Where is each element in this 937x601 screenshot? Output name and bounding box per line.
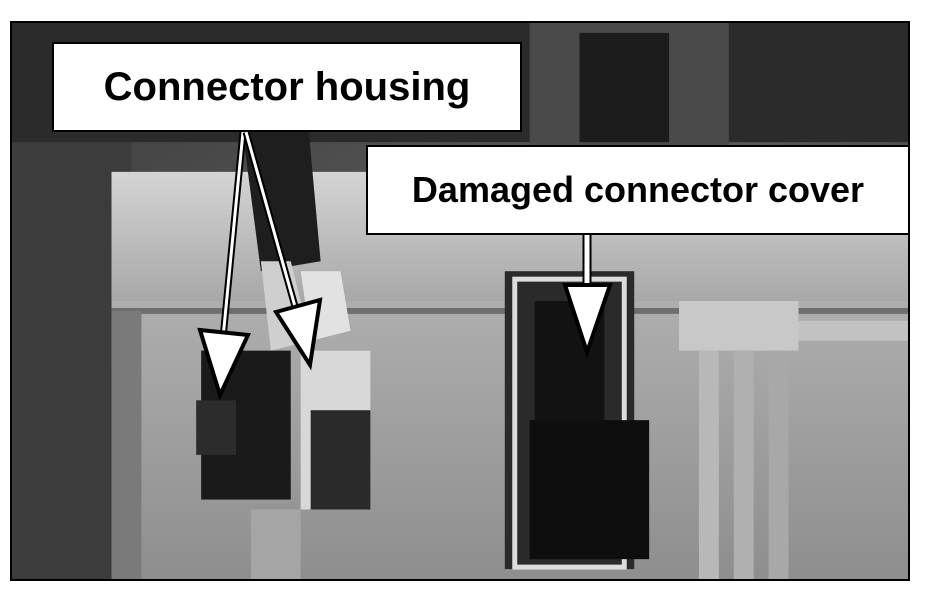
harness-bottom [250, 509, 301, 579]
rail [798, 320, 908, 341]
strap-3 [768, 350, 789, 579]
damaged-connector-cover-label: Damaged connector cover [366, 145, 910, 235]
panel-edge [111, 310, 142, 579]
connector-dark-latch [196, 400, 236, 455]
damaged-connector-cover-text: Damaged connector cover [411, 169, 865, 210]
upper-connector [579, 32, 670, 143]
clip-block [679, 301, 799, 351]
connector-light-pins [310, 410, 371, 510]
strap-1 [698, 350, 719, 579]
damaged-cover-base [529, 420, 650, 560]
strap-2 [733, 350, 754, 579]
damaged-cover-opening [534, 301, 605, 421]
connector-housing-label: Connector housing [52, 42, 522, 132]
connector-housing-text: Connector housing [103, 64, 471, 109]
